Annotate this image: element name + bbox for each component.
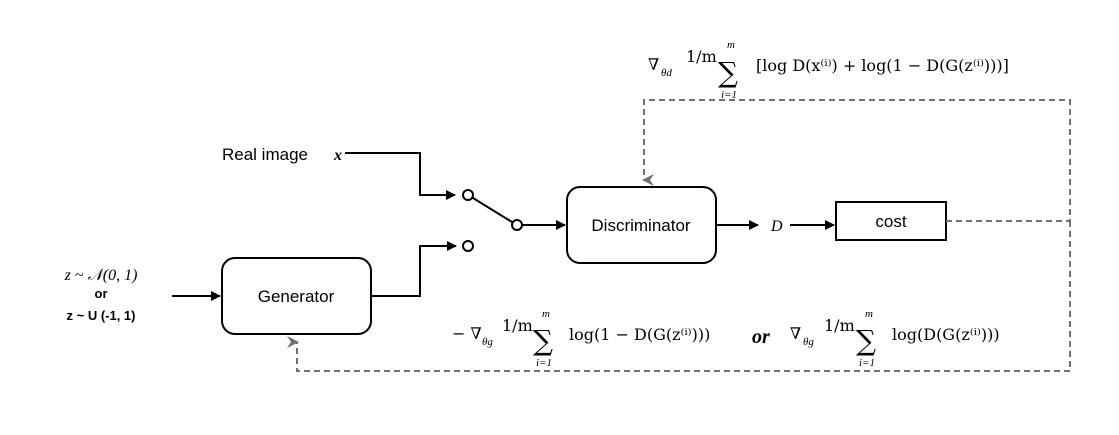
disc-sum-top: m: [727, 39, 735, 51]
switch-terminal-real: [462, 189, 474, 201]
discriminator-label: Discriminator: [591, 216, 691, 235]
gen-left-sum-symbol: ∑: [533, 324, 553, 357]
disc-sum-symbol: ∑: [718, 56, 738, 89]
gen-right-sum-top: m: [865, 308, 873, 320]
disc-sum-bottom: i=1: [721, 89, 737, 101]
generator-label: Generator: [258, 287, 335, 306]
noise-uniform: z ~ U (-1, 1): [67, 308, 136, 323]
gen-right-body: log(D(G(z⁽ⁱ⁾))): [892, 325, 1000, 344]
switch-terminal-fake: [462, 240, 474, 252]
disc-frac: 1/m: [686, 47, 717, 66]
disc-body: [log D(x⁽ⁱ⁾) + log(1 − D(G(z⁽ⁱ⁾)))]: [756, 56, 1009, 75]
gen-left-theta-sub: θg: [482, 336, 493, 348]
disc-theta-sub: θd: [661, 67, 672, 79]
noise-input-label: z ~ 𝒩(0, 1) or z ~ U (-1, 1): [64, 267, 138, 323]
gen-right-sum-bottom: i=1: [859, 357, 875, 369]
discriminator-feedback-path: [642, 99, 1071, 222]
real-image-var: x: [333, 147, 342, 164]
switch-lever: [472, 197, 513, 223]
disc-nabla: ∇: [648, 55, 659, 74]
gen-right-frac: 1/m: [824, 316, 855, 335]
gen-left-nabla: − ∇: [452, 324, 482, 343]
gen-left-body: log(1 − D(G(z⁽ⁱ⁾))): [569, 325, 710, 344]
noise-or: or: [95, 286, 108, 301]
generator-to-switch-connector: [371, 241, 457, 297]
real-image-connector: [345, 152, 456, 200]
d-output-label: D: [770, 218, 783, 235]
gen-right-sum-symbol: ∑: [856, 324, 876, 357]
noise-normal: z ~ 𝒩(0, 1): [64, 267, 138, 284]
real-image-label: Real image: [222, 145, 308, 164]
cost-label: cost: [875, 212, 906, 231]
discriminator-gradient-formula: ∇ θd 1/m m ∑ i=1 [log D(x⁽ⁱ⁾) + log(1 − …: [648, 39, 1009, 101]
switch-pivot: [511, 219, 523, 231]
gen-left-frac: 1/m: [502, 316, 533, 335]
generator-gradient-formula: − ∇ θg 1/m m ∑ i=1 log(1 − D(G(z⁽ⁱ⁾))) o…: [452, 308, 1000, 369]
gen-right-nabla: ∇: [790, 324, 801, 343]
or-connector: or: [752, 326, 770, 348]
generator-feedback-path: [287, 221, 1071, 372]
gen-left-sum-bottom: i=1: [536, 357, 552, 369]
gen-left-sum-top: m: [542, 308, 550, 320]
gen-right-theta-sub: θg: [803, 336, 814, 348]
